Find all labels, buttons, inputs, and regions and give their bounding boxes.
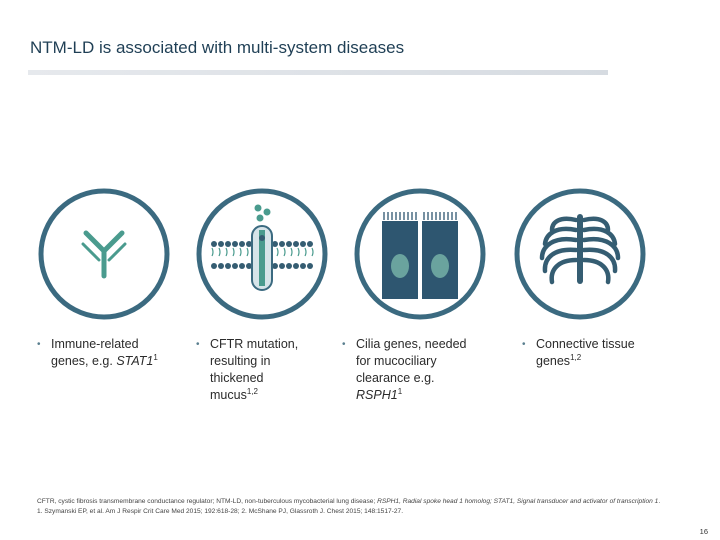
bullet-marker: •	[522, 339, 526, 350]
page-number: 16	[699, 527, 708, 536]
caption-immune: • Immune-related genes, e.g. STAT11	[37, 337, 158, 368]
footnote: CFTR, cystic fibrosis transmembrane cond…	[37, 498, 661, 515]
caption-connective: • Connective tissue genes1,2	[522, 337, 635, 368]
antibody-icon	[36, 186, 172, 322]
bullet-marker: •	[37, 339, 41, 350]
title-divider	[28, 70, 608, 75]
caption-cilia: • Cilia genes, needed for mucociliary cl…	[342, 337, 467, 402]
ribcage-icon	[512, 186, 648, 322]
bullet-marker: •	[196, 339, 200, 350]
bullet-marker: •	[342, 339, 346, 350]
caption-cftr: • CFTR mutation, resulting in thickened …	[196, 337, 299, 402]
page-title: NTM-LD is associated with multi-system d…	[30, 38, 405, 57]
ciliated-cells-icon	[352, 186, 488, 322]
references: 1. Szymanski EP, et al. Am J Respir Crit…	[37, 508, 404, 515]
cell-membrane-channel-icon	[194, 186, 330, 322]
